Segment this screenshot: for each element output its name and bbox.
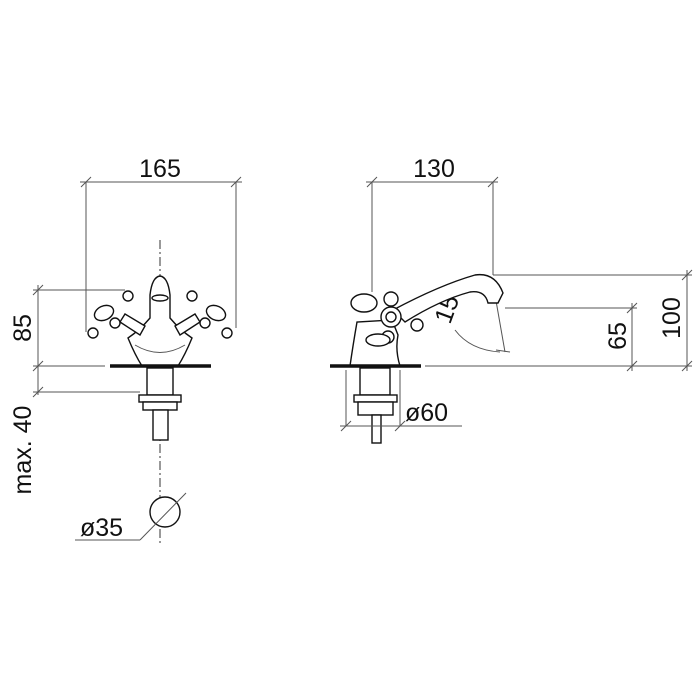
hole-circle <box>149 496 181 528</box>
dimension-85 <box>32 284 140 398</box>
front-view: 165 85 max. 40 <box>9 155 242 545</box>
dimension-100-65 <box>425 269 693 372</box>
hole-diameter-label: ø35 <box>80 514 123 542</box>
total-height-label: 100 <box>658 297 686 339</box>
dimension-165 <box>80 176 242 332</box>
spout-height-label: 65 <box>604 322 632 350</box>
depth-label: 130 <box>413 155 455 183</box>
dimension-60 <box>340 370 462 432</box>
dimension-130 <box>366 176 499 292</box>
rosette-diameter-label: ø60 <box>405 399 448 427</box>
side-view: 130 100 65 15° <box>330 155 693 444</box>
mount-depth-label: max. 40 <box>9 406 37 495</box>
front-mounting-stem <box>138 367 182 441</box>
height-label: 85 <box>9 314 37 342</box>
side-faucet <box>349 273 504 367</box>
side-mounting-stem <box>353 367 398 444</box>
width-label: 165 <box>139 155 181 183</box>
